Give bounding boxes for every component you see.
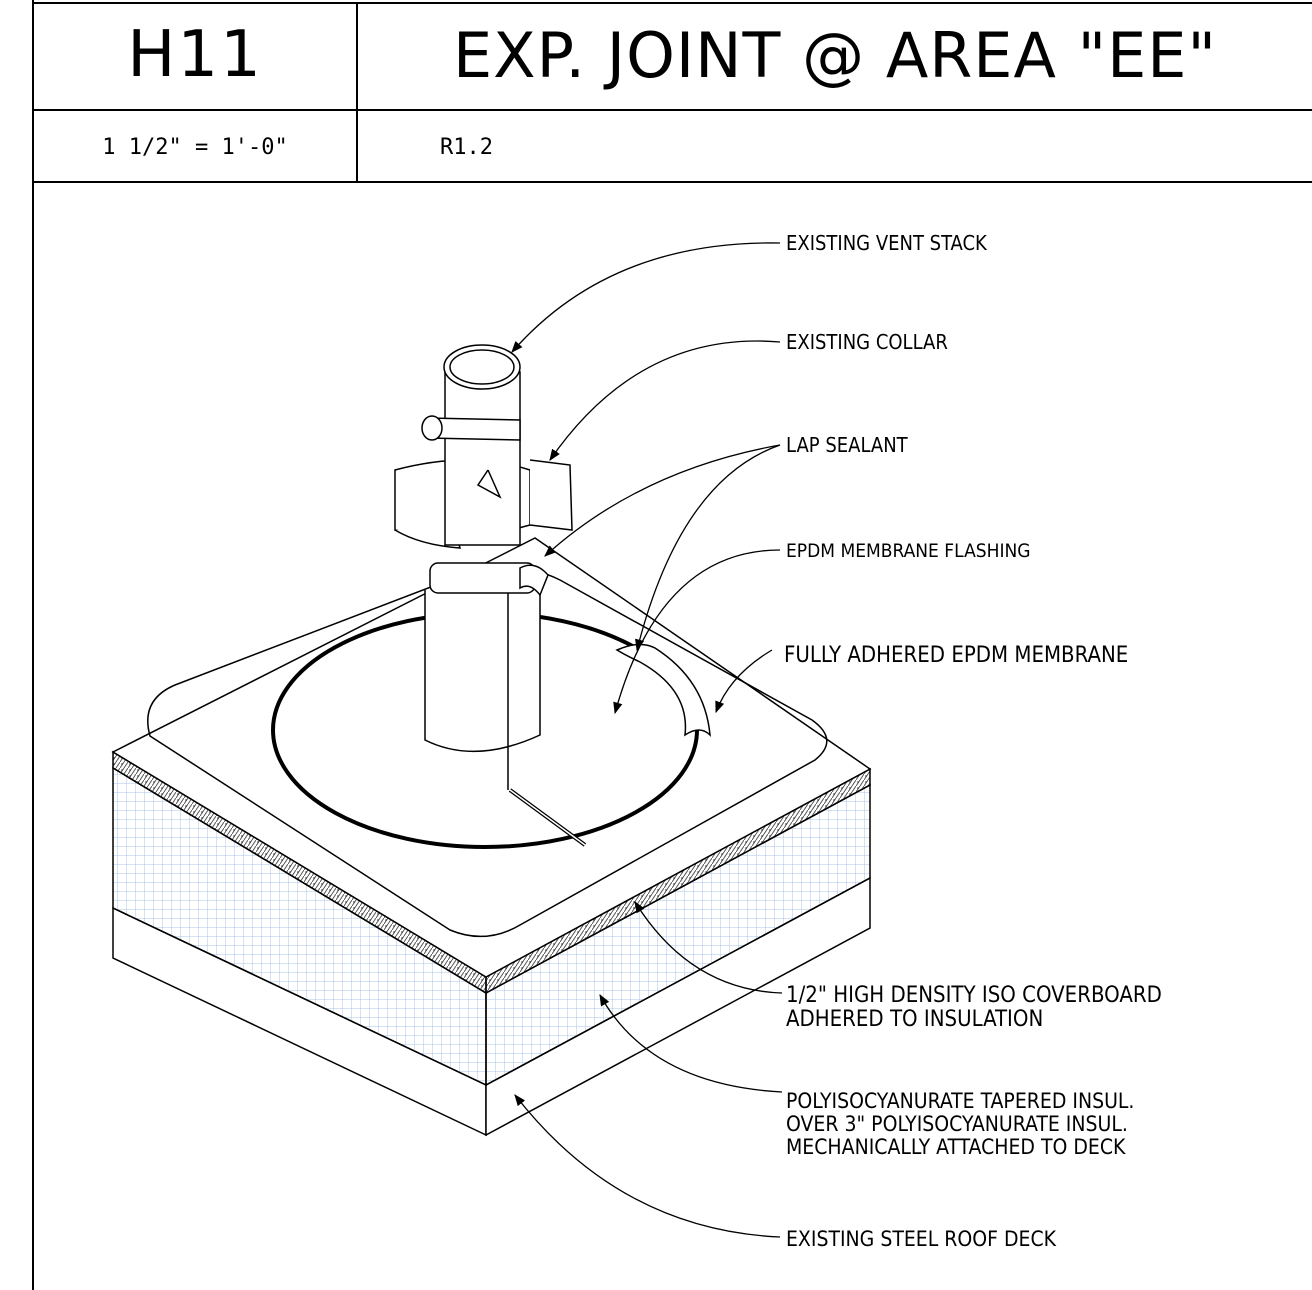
callout-labels: EXISTING VENT STACK EXISTING COLLAR LAP … <box>784 231 1162 1251</box>
leader-insulation <box>599 993 783 1093</box>
leader-roof-deck <box>514 1094 781 1238</box>
callout-insulation-line-1: POLYISOCYANURATE TAPERED INSUL. <box>786 1089 1134 1113</box>
sheet-frame <box>32 0 1312 1290</box>
detail-id: H11 <box>127 18 263 92</box>
detail-title: EXP. JOINT @ AREA "EE" <box>452 18 1217 92</box>
membrane-rounded-edge <box>147 566 828 938</box>
leader-lap-sealant-1 <box>544 444 781 557</box>
leader-membrane-flashing <box>613 549 781 715</box>
callout-coverboard-line-1: 1/2" HIGH DENSITY ISO COVERBOARD <box>786 983 1162 1008</box>
leader-vent-stack <box>511 242 781 353</box>
leader-coverboard <box>634 901 783 994</box>
callout-adhered-membrane: FULLY ADHERED EPDM MEMBRANE <box>784 643 1128 668</box>
peeled-flashing-flap <box>615 643 711 737</box>
title-block: H11 EXP. JOINT @ AREA "EE" 1 1/2" = 1'-0… <box>0 0 1312 182</box>
leader-adhered-membrane <box>715 649 773 714</box>
callout-insulation-line-3: MECHANICALLY ATTACHED TO DECK <box>786 1135 1126 1159</box>
callout-vent-stack: EXISTING VENT STACK <box>786 231 988 255</box>
sheet-reference: R1.2 <box>440 134 493 160</box>
roof-assembly <box>111 537 872 1137</box>
callout-coverboard-line-2: ADHERED TO INSULATION <box>786 1007 1043 1032</box>
leader-collar <box>549 340 781 461</box>
callout-lap-sealant: LAP SEALANT <box>786 433 909 457</box>
callout-roof-deck: EXISTING STEEL ROOF DECK <box>786 1227 1057 1251</box>
leader-lap-sealant-2 <box>635 444 781 652</box>
callout-collar: EXISTING COLLAR <box>786 330 948 354</box>
vent-stack <box>394 344 573 790</box>
detail-scale: 1 1/2" = 1'-0" <box>102 134 288 160</box>
callout-insulation-line-2: OVER 3" POLYISOCYANURATE INSUL. <box>786 1112 1128 1136</box>
callout-membrane-flashing: EPDM MEMBRANE FLASHING <box>786 540 1031 562</box>
leader-lines <box>511 242 783 1238</box>
